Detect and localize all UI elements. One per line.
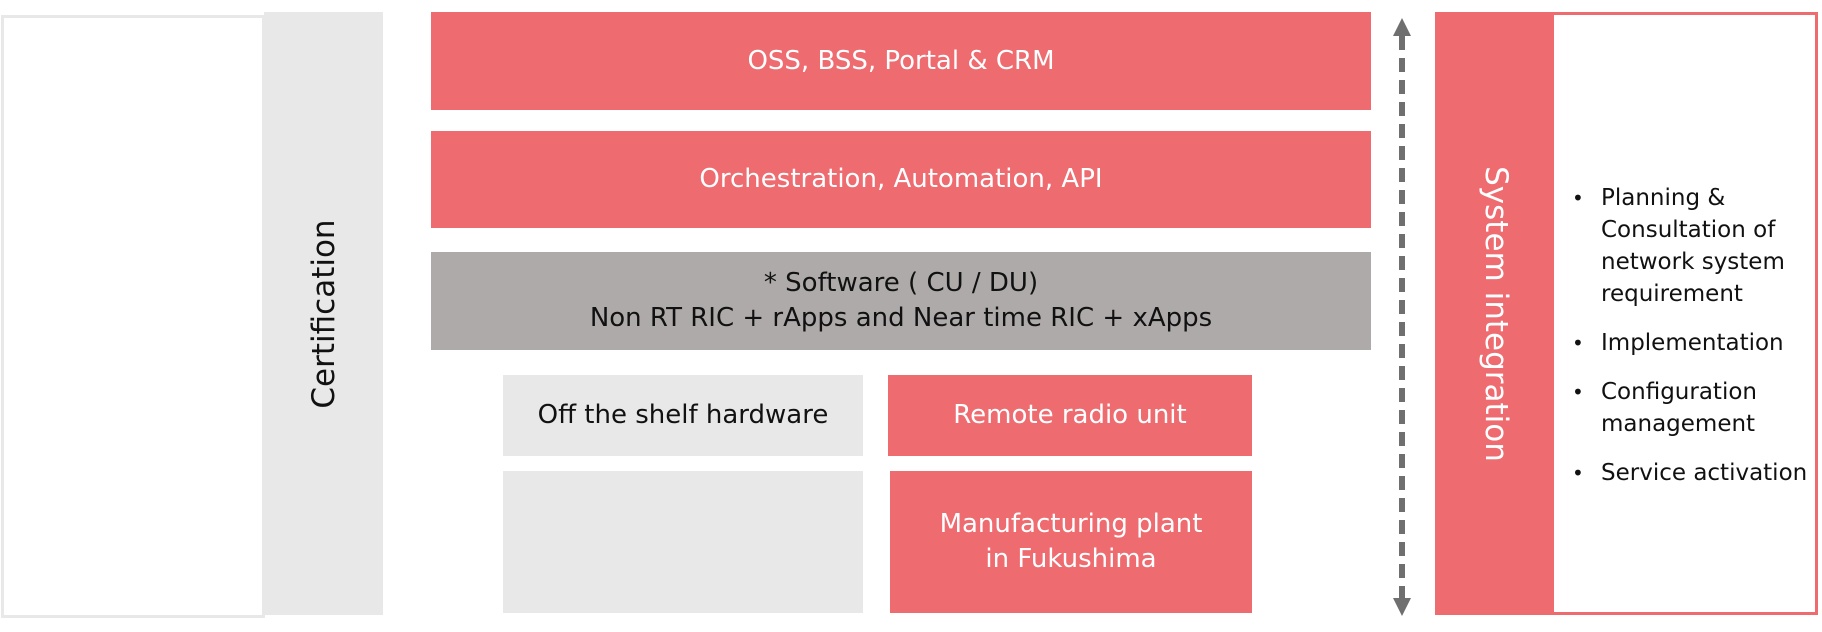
activity-implementation: • Implementation bbox=[1572, 327, 1812, 359]
oss-bss-label: OSS, BSS, Portal & CRM bbox=[747, 45, 1055, 76]
remote-radio-unit-label: Remote radio unit bbox=[953, 400, 1187, 430]
software-label-line1: * Software ( CU / DU) bbox=[763, 268, 1039, 298]
system-integration-label: System integration bbox=[1477, 165, 1514, 462]
orchestration-label: Orchestration, Automation, API bbox=[699, 164, 1103, 194]
integration-activities-panel: • Planning & Consultation of network sys… bbox=[1554, 12, 1818, 615]
oss-bss-layer: OSS, BSS, Portal & CRM bbox=[431, 12, 1371, 110]
bullet-icon: • bbox=[1572, 186, 1584, 210]
double-headed-arrow-icon bbox=[1393, 18, 1411, 616]
activity-service-activation: • Service activation bbox=[1572, 457, 1812, 489]
certification-label: Certification bbox=[305, 218, 342, 409]
remote-radio-unit-box: Remote radio unit bbox=[888, 375, 1252, 456]
activity-label: Configuration management bbox=[1601, 379, 1757, 437]
activity-planning: • Planning & Consultation of network sys… bbox=[1572, 182, 1812, 310]
empty-hardware-box bbox=[503, 471, 863, 613]
certification-column: Certification bbox=[264, 12, 383, 615]
system-integration-column: System integration bbox=[1435, 12, 1556, 615]
orchestration-layer: Orchestration, Automation, API bbox=[431, 131, 1371, 228]
activity-label: Implementation bbox=[1601, 330, 1784, 356]
off-the-shelf-hardware-box: Off the shelf hardware bbox=[503, 375, 863, 456]
manufacturing-plant-line2: in Fukushima bbox=[985, 544, 1157, 574]
bullet-icon: • bbox=[1572, 461, 1584, 485]
activity-label: Service activation bbox=[1601, 460, 1808, 486]
software-label-line2: Non RT RIC + rApps and Near time RIC + x… bbox=[589, 303, 1213, 333]
off-the-shelf-hardware-label: Off the shelf hardware bbox=[537, 400, 829, 430]
activity-configuration: • Configuration management bbox=[1572, 376, 1812, 440]
software-layer: * Software ( CU / DU) Non RT RIC + rApps… bbox=[431, 252, 1371, 350]
bullet-icon: • bbox=[1572, 331, 1584, 355]
activities-list: • Planning & Consultation of network sys… bbox=[1572, 182, 1812, 506]
activity-label: Planning & Consultation of network syste… bbox=[1601, 185, 1785, 307]
manufacturing-plant-box: Manufacturing plant in Fukushima bbox=[890, 471, 1252, 613]
manufacturing-plant-line1: Manufacturing plant bbox=[939, 509, 1203, 539]
left-empty-panel bbox=[1, 15, 265, 618]
bullet-icon: • bbox=[1572, 380, 1584, 404]
